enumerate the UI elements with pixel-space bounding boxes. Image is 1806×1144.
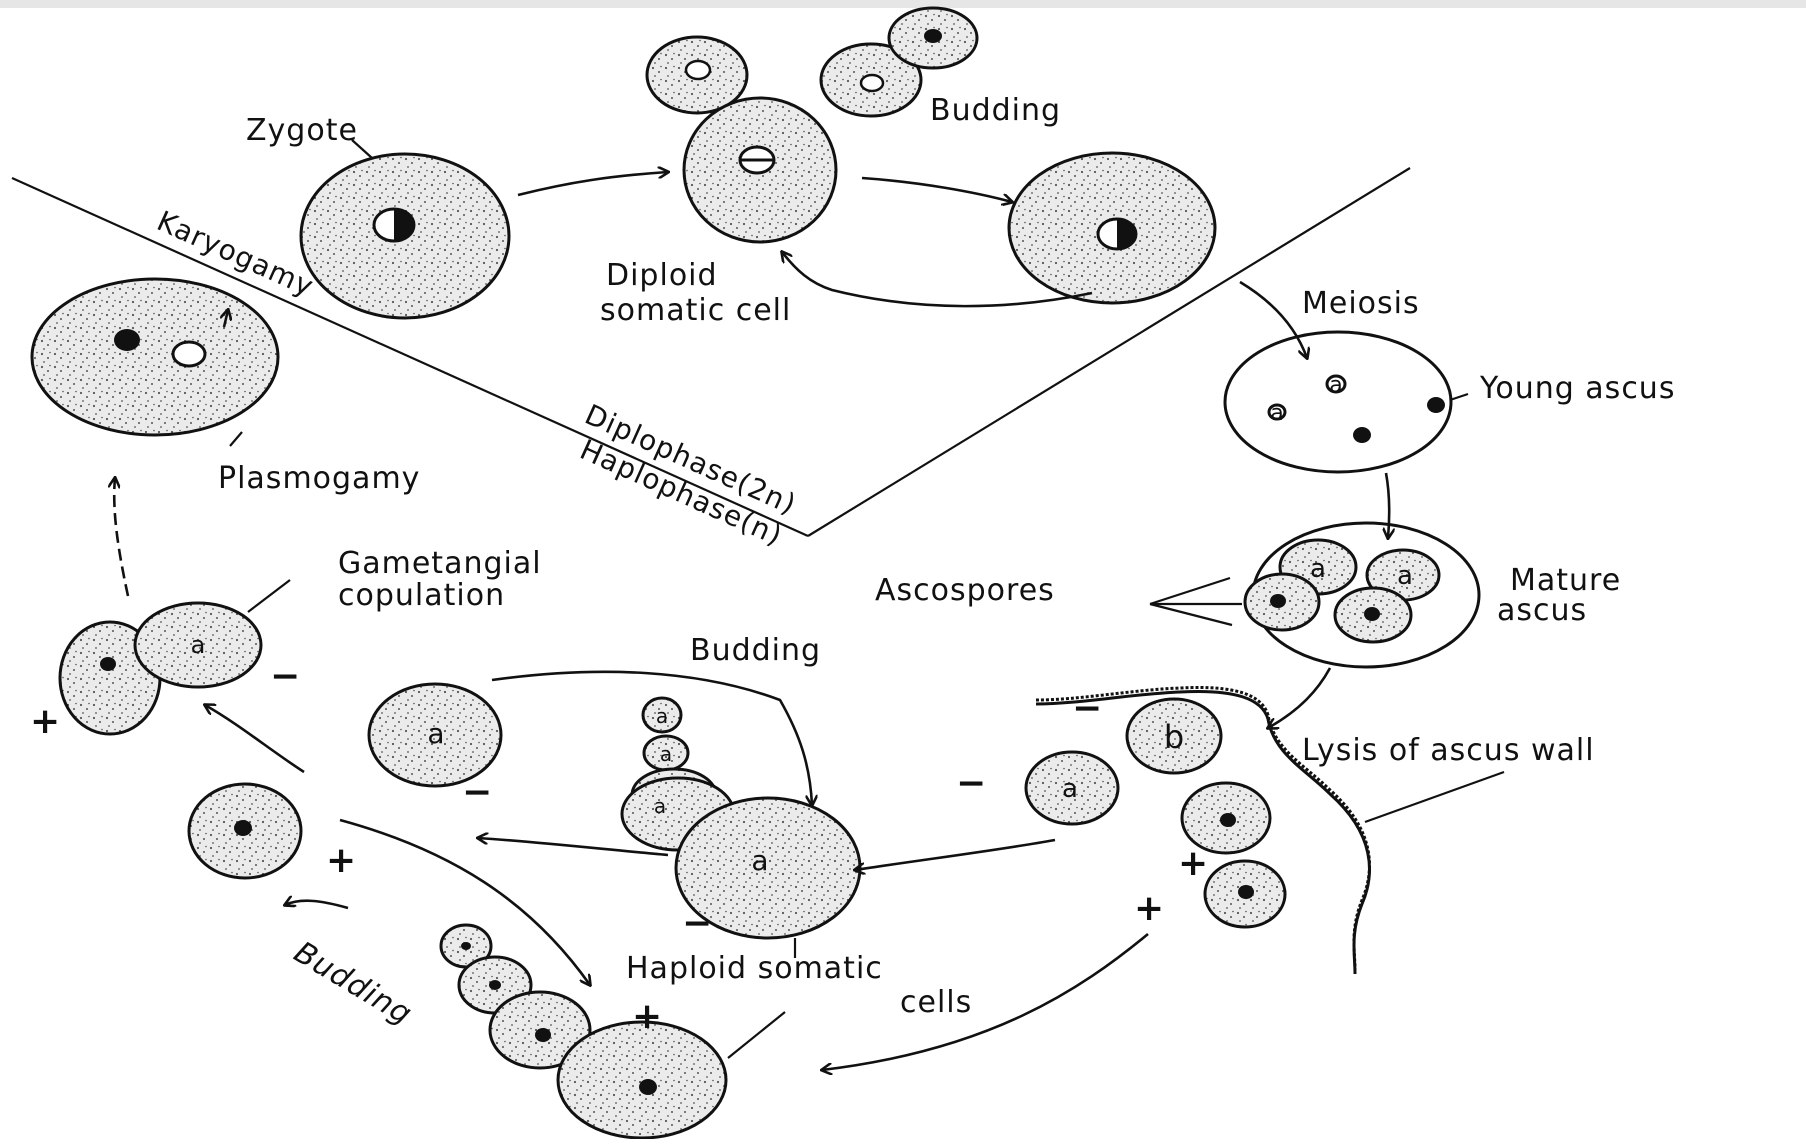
arrow-to-gamete [205,705,304,772]
letter-a-mature-2: a [1397,561,1413,591]
zygote-label: Zygote [246,113,358,148]
plus-sign-chain: + [632,996,662,1037]
letter-a-mature-1: a [1310,554,1326,584]
minus-sign-cell: − [462,772,492,813]
haploid-label-line2: cells [900,985,972,1020]
top-band [0,0,1806,8]
arrow-budding-to-diploid [862,178,1012,202]
arrow-spore-to-haploid [855,840,1055,870]
letter-a-bud-3: a [654,794,666,818]
arrow-lysis [1268,668,1330,728]
arrow-zygote-to-budding [518,172,668,195]
plus-sign-gamete: + [30,701,60,742]
letter-b-released: b [1164,718,1184,756]
phase-labels: Diplophase(2n) Haplophase(n) [566,398,801,553]
diploid-somatic-cell [1009,153,1215,303]
plasmogamy-cell [32,279,278,435]
diploid-budding-cells [647,8,977,242]
plus-sign-spore-1: + [1178,843,1208,884]
gametangial-label-line1: Gametangial [338,546,542,581]
haploid-label-line1: Haploid somatic [626,951,883,986]
minus-sign-spore: − [956,763,986,804]
letter-a-minus-cell: a [427,717,444,750]
diploid-label-line2: somatic cell [600,293,791,328]
letter-a-bud-2: a [660,742,672,766]
budding-mid-label: Budding [690,633,821,668]
ascospores-label: Ascospores [875,573,1055,608]
meiosis-label: Meiosis [1302,286,1420,321]
lysis-label: Lysis of ascus wall [1302,733,1595,768]
mature-label-line2: ascus [1497,593,1587,628]
zygote-cell [301,154,509,318]
gametangial-pair [60,603,261,734]
budding-label-rotated: Budding [288,935,418,1033]
plasmogamy-label: Plasmogamy [218,461,420,496]
letter-a-mother-cell: a [751,844,768,877]
letter-a-young-ascus-2: a [1270,401,1283,426]
letter-a-gamete: a [191,631,206,659]
minus-sign-ascus: − [1072,688,1102,729]
arrow-plus-budding [285,901,348,908]
gametangial-label-line2: copulation [338,578,505,613]
letter-a-bud-1: a [656,704,668,728]
mature-ascus [1245,523,1479,667]
minus-sign-mother: − [682,903,712,944]
budding-top-label: Budding [930,93,1061,128]
young-ascus-label: Young ascus [1479,371,1675,406]
plus-sign-spore-2: + [1134,888,1164,929]
letter-a-young-ascus: a [1329,373,1342,398]
arrow-gamete-to-plasmogamy [114,478,128,596]
diploid-label-line1: Diploid [606,258,718,293]
minus-sign-gamete: − [270,656,300,697]
young-ascus [1225,332,1451,472]
plus-sign-cell: + [326,840,356,881]
letter-a-released: a [1062,774,1078,804]
